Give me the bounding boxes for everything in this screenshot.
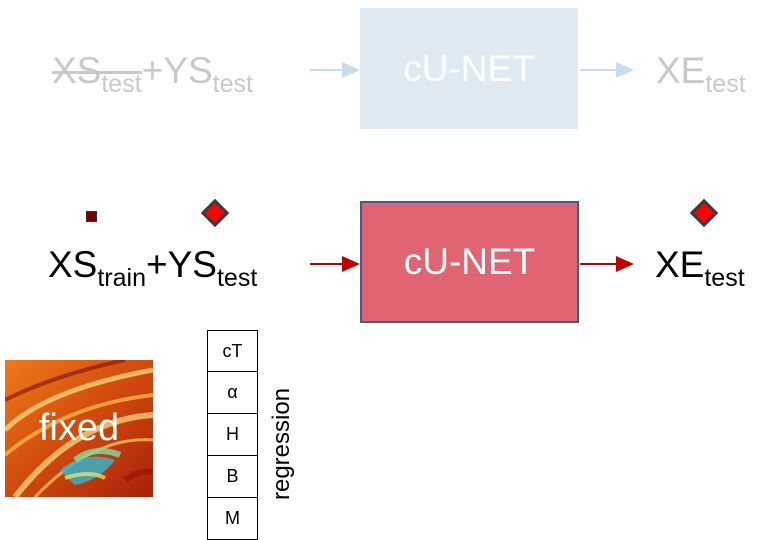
top-output-label: XEtest (656, 50, 746, 98)
top-input-x: XStest (52, 50, 142, 98)
small-marker-icon (86, 211, 97, 222)
top-cunet-box: cU-NET (360, 8, 578, 129)
param-b: B (207, 456, 258, 498)
regression-table: cT α H B M (207, 330, 258, 540)
param-h: H (207, 414, 258, 456)
param-alpha: α (207, 372, 258, 414)
main-cunet-label: cU-NET (403, 241, 536, 282)
fixed-label: fixed (38, 407, 120, 449)
regression-label: regression (268, 387, 295, 500)
top-input-label: XStest+YStest (52, 50, 253, 98)
param-m: M (207, 498, 258, 540)
param-ct: cT (207, 330, 258, 372)
main-output-label: XEtest (655, 244, 745, 292)
main-input-label: XStrain+YStest (48, 244, 258, 292)
top-cunet-label: cU-NET (403, 47, 535, 89)
main-cunet-box: cU-NET (360, 201, 579, 323)
fixed-image-thumbnail (5, 360, 153, 497)
